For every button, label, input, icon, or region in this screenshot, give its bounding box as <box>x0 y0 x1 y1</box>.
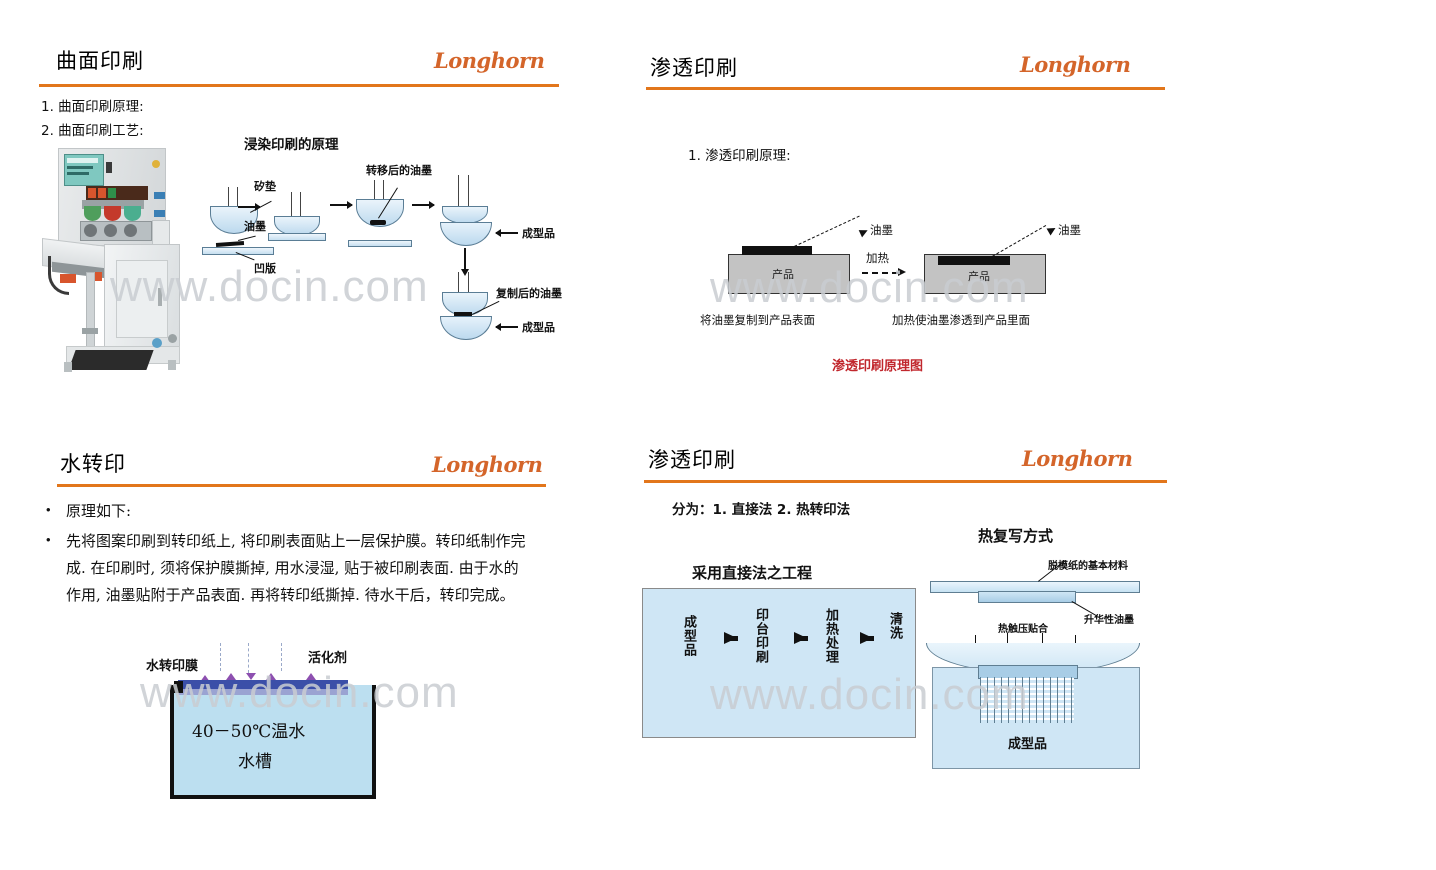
bullet-dot-1: • <box>46 502 51 517</box>
brand-logo: Longhorn <box>434 48 545 73</box>
ink-layer-left <box>742 246 812 255</box>
film-haze <box>178 687 348 695</box>
thermal-title: 热复写方式 <box>978 527 1054 545</box>
slide-penetration-printing-principle: 渗透印刷 Longhorn 1. 渗透印刷原理: 产品 油墨 加热 产品 油墨 … <box>630 0 1230 420</box>
flow-step-3: 加热处理 <box>823 608 838 664</box>
product-label-left: 产品 <box>772 268 794 281</box>
flowchart-box <box>642 588 916 738</box>
slide-curved-surface-printing: 曲面印刷 Longhorn 1. 曲面印刷原理: 2. 曲面印刷工艺: <box>0 0 600 420</box>
flow-step-1: 成型品 <box>681 615 696 657</box>
page-title: 渗透印刷 <box>650 56 738 80</box>
ink-label-left: 油墨 <box>870 223 893 237</box>
label-product-2: 成型品 <box>522 321 555 334</box>
label-water-temp: 40－50℃温水 <box>192 722 306 742</box>
direct-method-flowchart: 采用直接法之工程 成型品 印台印刷 加热处理 清洗 <box>642 560 927 775</box>
ink-leader-right <box>992 225 1047 257</box>
diagram-red-caption: 渗透印刷原理图 <box>832 359 924 374</box>
dip-printing-diagram: 浸染印刷的原理 矽垫 油墨 凹版 转移后的油墨 成型品 <box>196 130 566 350</box>
label-sublimation-ink: 升华性油墨 <box>1084 615 1134 626</box>
sublimation-ink-layer <box>978 591 1076 603</box>
penetration-diagram: 产品 油墨 加热 产品 油墨 将油墨复制到产品表面 加热使油墨渗透到产品里面 渗… <box>670 210 1081 375</box>
label-product: 成型品 <box>1008 737 1048 752</box>
flow-arrow-1 <box>724 632 738 644</box>
ink-layer-right <box>938 256 1010 265</box>
caption-right: 加热使油墨渗透到产品里面 <box>892 313 1030 327</box>
heat-arrow <box>862 272 898 274</box>
body-line-1: 1. 渗透印刷原理: <box>688 148 791 164</box>
label-tank: 水槽 <box>238 752 272 772</box>
bullet-text-2: 先将图案印刷到转印纸上, 将印刷表面贴上一层保护膜。转印纸制作完成. 在印刷时,… <box>66 532 526 604</box>
pad-printer-photo <box>42 148 192 376</box>
body-line-1: 分为：1. 直接法 2. 热转印法 <box>672 502 851 518</box>
product-label-right: 产品 <box>968 270 990 283</box>
water-transfer-diagram: 水转印膜 活化剂 40－50℃温水 水槽 <box>130 635 390 799</box>
water-transfer-film <box>178 680 348 689</box>
flow-arrow-3 <box>860 632 874 644</box>
penetration-dots <box>980 677 1074 723</box>
bullet-dot-2: • <box>46 532 51 547</box>
page-title: 渗透印刷 <box>648 448 736 472</box>
label-copied-ink: 复制后的油墨 <box>496 287 562 300</box>
label-ink: 油墨 <box>244 220 266 233</box>
body-line-2: 2. 曲面印刷工艺: <box>41 123 144 139</box>
caption-left: 将油墨复制到产品表面 <box>700 313 815 327</box>
title-divider <box>646 87 1165 90</box>
water-tank <box>170 685 376 799</box>
flowchart-title: 采用直接法之工程 <box>692 564 813 582</box>
ink-label-right: 油墨 <box>1058 223 1081 237</box>
label-pad: 矽垫 <box>254 180 276 193</box>
bullet-text-1: 原理如下: <box>66 502 132 520</box>
brand-logo: Longhorn <box>1022 446 1133 471</box>
flow-arrow-2 <box>794 632 808 644</box>
label-activator: 活化剂 <box>308 651 348 666</box>
page-title: 水转印 <box>60 452 126 476</box>
slide-water-transfer-printing: 水转印 Longhorn • 原理如下: • 先将图案印刷到转印纸上, 将印刷表… <box>0 430 600 870</box>
label-hot-press: 热触压贴合 <box>998 624 1048 635</box>
label-product-1: 成型品 <box>522 227 555 240</box>
slide-penetration-printing-methods: 渗透印刷 Longhorn 分为：1. 直接法 2. 热转印法 采用直接法之工程… <box>630 430 1230 870</box>
product-block-left <box>728 254 850 294</box>
diagram-title: 浸染印刷的原理 <box>244 137 339 153</box>
flow-step-2: 印台印刷 <box>753 608 768 664</box>
label-water-transfer-film: 水转印膜 <box>146 659 199 674</box>
title-divider <box>57 484 546 487</box>
brand-logo: Longhorn <box>432 452 543 477</box>
flow-step-4: 清洗 <box>887 612 902 640</box>
page-title: 曲面印刷 <box>56 49 144 73</box>
thermal-rewrite-diagram: 热复写方式 脱模纸的基本材料 升华性油墨 热触压贴合 成型品 <box>920 525 1170 775</box>
ink-leader <box>238 235 256 241</box>
title-divider <box>39 84 559 87</box>
label-plate: 凹版 <box>254 262 276 275</box>
label-transferred-ink: 转移后的油墨 <box>366 164 432 177</box>
title-divider <box>644 480 1167 483</box>
heat-label: 加热 <box>866 251 889 265</box>
body-line-1: 1. 曲面印刷原理: <box>41 99 144 115</box>
ink-leader-left <box>794 215 860 247</box>
label-release-paper: 脱模纸的基本材料 <box>1048 561 1128 572</box>
brand-logo: Longhorn <box>1020 52 1131 77</box>
